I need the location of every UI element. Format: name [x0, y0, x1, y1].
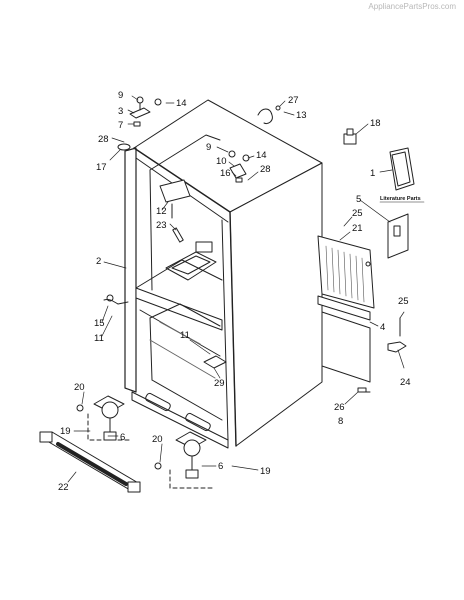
part-29-bracket — [203, 355, 227, 369]
leader-lines — [67, 95, 405, 483]
callout-21: 21 — [352, 223, 363, 234]
callout-2: 2 — [96, 256, 101, 267]
cabinet — [124, 99, 323, 449]
kick-plate — [317, 295, 371, 321]
part-12-housing — [159, 179, 191, 219]
callout-28: 28 — [260, 164, 271, 175]
callout-22: 22 — [58, 482, 69, 493]
callout-9: 9 — [206, 142, 211, 153]
part-18-clip — [343, 128, 357, 145]
part-5-bracket — [387, 213, 409, 259]
callout-25: 25 — [352, 208, 363, 219]
callout-23: 23 — [156, 220, 167, 231]
part-wire-harness — [257, 105, 281, 124]
callout-27: 27 — [288, 95, 299, 106]
callout-1: 1 — [370, 168, 375, 179]
part-23-strip — [172, 227, 184, 243]
part-24-bracket — [387, 317, 407, 353]
callout-19: 19 — [260, 466, 271, 477]
callout-20: 20 — [152, 434, 163, 445]
callout-14: 14 — [256, 150, 267, 161]
callout-6: 6 — [218, 461, 223, 472]
callout-7: 7 — [118, 120, 123, 131]
callout-9: 9 — [118, 90, 123, 101]
callout-25: 25 — [398, 296, 409, 307]
callout-24: 24 — [400, 377, 411, 388]
callout-11: 11 — [94, 333, 104, 344]
callout-29: 29 — [214, 378, 225, 389]
rear-access-panel — [317, 235, 375, 309]
callout-11: 11 — [180, 330, 190, 341]
callout-19: 19 — [60, 426, 71, 437]
callout-28: 28 — [98, 134, 109, 145]
toe-grille — [39, 431, 141, 493]
callout-14: 14 — [176, 98, 187, 109]
literature-booklet — [389, 147, 415, 191]
leveling-leg-right — [154, 431, 213, 489]
callout-13: 13 — [296, 110, 307, 121]
callout-17: 17 — [96, 162, 107, 173]
callout-3: 3 — [118, 106, 123, 117]
callout-26: 26 — [334, 402, 345, 413]
callout-15: 15 — [94, 318, 105, 329]
part-15-sensor — [103, 294, 129, 305]
callout-12: 12 — [156, 206, 167, 217]
callout-16: 16 — [220, 168, 231, 179]
cover-panel — [321, 311, 371, 393]
callout-10: 10 — [216, 156, 227, 167]
callout-8: 8 — [338, 416, 343, 427]
callout-4: 4 — [380, 322, 385, 333]
callout-5: 5 — [356, 194, 361, 205]
literature-parts-label: Literature Parts — [380, 196, 421, 202]
callout-18: 18 — [370, 118, 381, 129]
callout-20: 20 — [74, 382, 85, 393]
callout-6: 6 — [120, 432, 125, 443]
watermark-text: AppliancePartsPros.com — [368, 2, 456, 11]
